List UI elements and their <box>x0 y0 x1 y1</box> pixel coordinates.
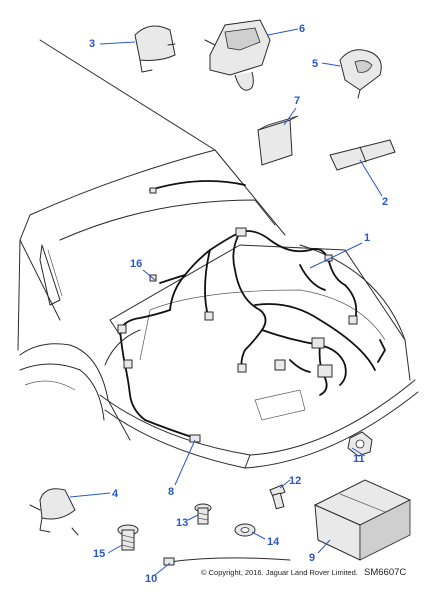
leader-8 <box>174 439 196 486</box>
part-9-box <box>313 479 412 561</box>
leader-13 <box>187 514 199 521</box>
part-15-screw <box>117 524 139 551</box>
callout-12: 12 <box>289 475 301 487</box>
leader-lines <box>69 28 383 576</box>
callout-labels: 1 2 3 4 5 6 7 8 9 10 11 12 13 14 15 16 <box>89 23 388 585</box>
callout-3: 3 <box>89 38 95 50</box>
callout-1: 1 <box>364 232 370 244</box>
wiring-harness <box>117 180 386 443</box>
callout-14: 14 <box>267 536 280 548</box>
callout-11: 11 <box>353 453 365 465</box>
car-body <box>17 39 419 469</box>
leader-9 <box>317 539 331 554</box>
callout-6: 6 <box>299 23 305 35</box>
part-3-clip <box>134 25 176 73</box>
leader-14 <box>251 531 266 540</box>
callout-9: 9 <box>309 552 315 564</box>
leader-7 <box>283 107 297 126</box>
part-13-screw <box>194 503 212 525</box>
reference-code: SM6607C <box>364 567 406 578</box>
leader-4 <box>69 492 111 498</box>
callout-5: 5 <box>312 58 318 70</box>
callout-2: 2 <box>382 196 388 208</box>
part-12-bolt <box>269 484 286 510</box>
leader-1 <box>309 242 363 269</box>
leader-15 <box>107 544 123 554</box>
leader-2 <box>359 159 383 197</box>
callout-15: 15 <box>93 548 105 560</box>
leader-16 <box>142 269 156 281</box>
part-10-cable-tie <box>163 557 291 566</box>
leader-12 <box>279 479 291 489</box>
part-11-nut <box>347 431 373 457</box>
callout-13: 13 <box>176 517 188 529</box>
copyright-text: © Copyright, 2016. Jaguar Land Rover Lim… <box>201 568 358 577</box>
callout-8: 8 <box>168 486 174 498</box>
part-5-clip <box>339 49 382 99</box>
callout-7: 7 <box>294 95 300 107</box>
callout-16: 16 <box>130 258 142 270</box>
callout-10: 10 <box>145 573 157 585</box>
callout-4: 4 <box>112 488 119 500</box>
leader-11 <box>351 447 366 457</box>
leader-5 <box>321 62 341 67</box>
part-6-grommet <box>204 19 271 91</box>
leader-6 <box>267 28 299 36</box>
part-7-module <box>257 115 299 166</box>
part-2-sleeve <box>329 139 396 171</box>
part-14-washer <box>234 523 256 537</box>
leader-3 <box>99 41 136 45</box>
part-4-bracket <box>29 488 79 536</box>
leader-10 <box>154 562 171 576</box>
